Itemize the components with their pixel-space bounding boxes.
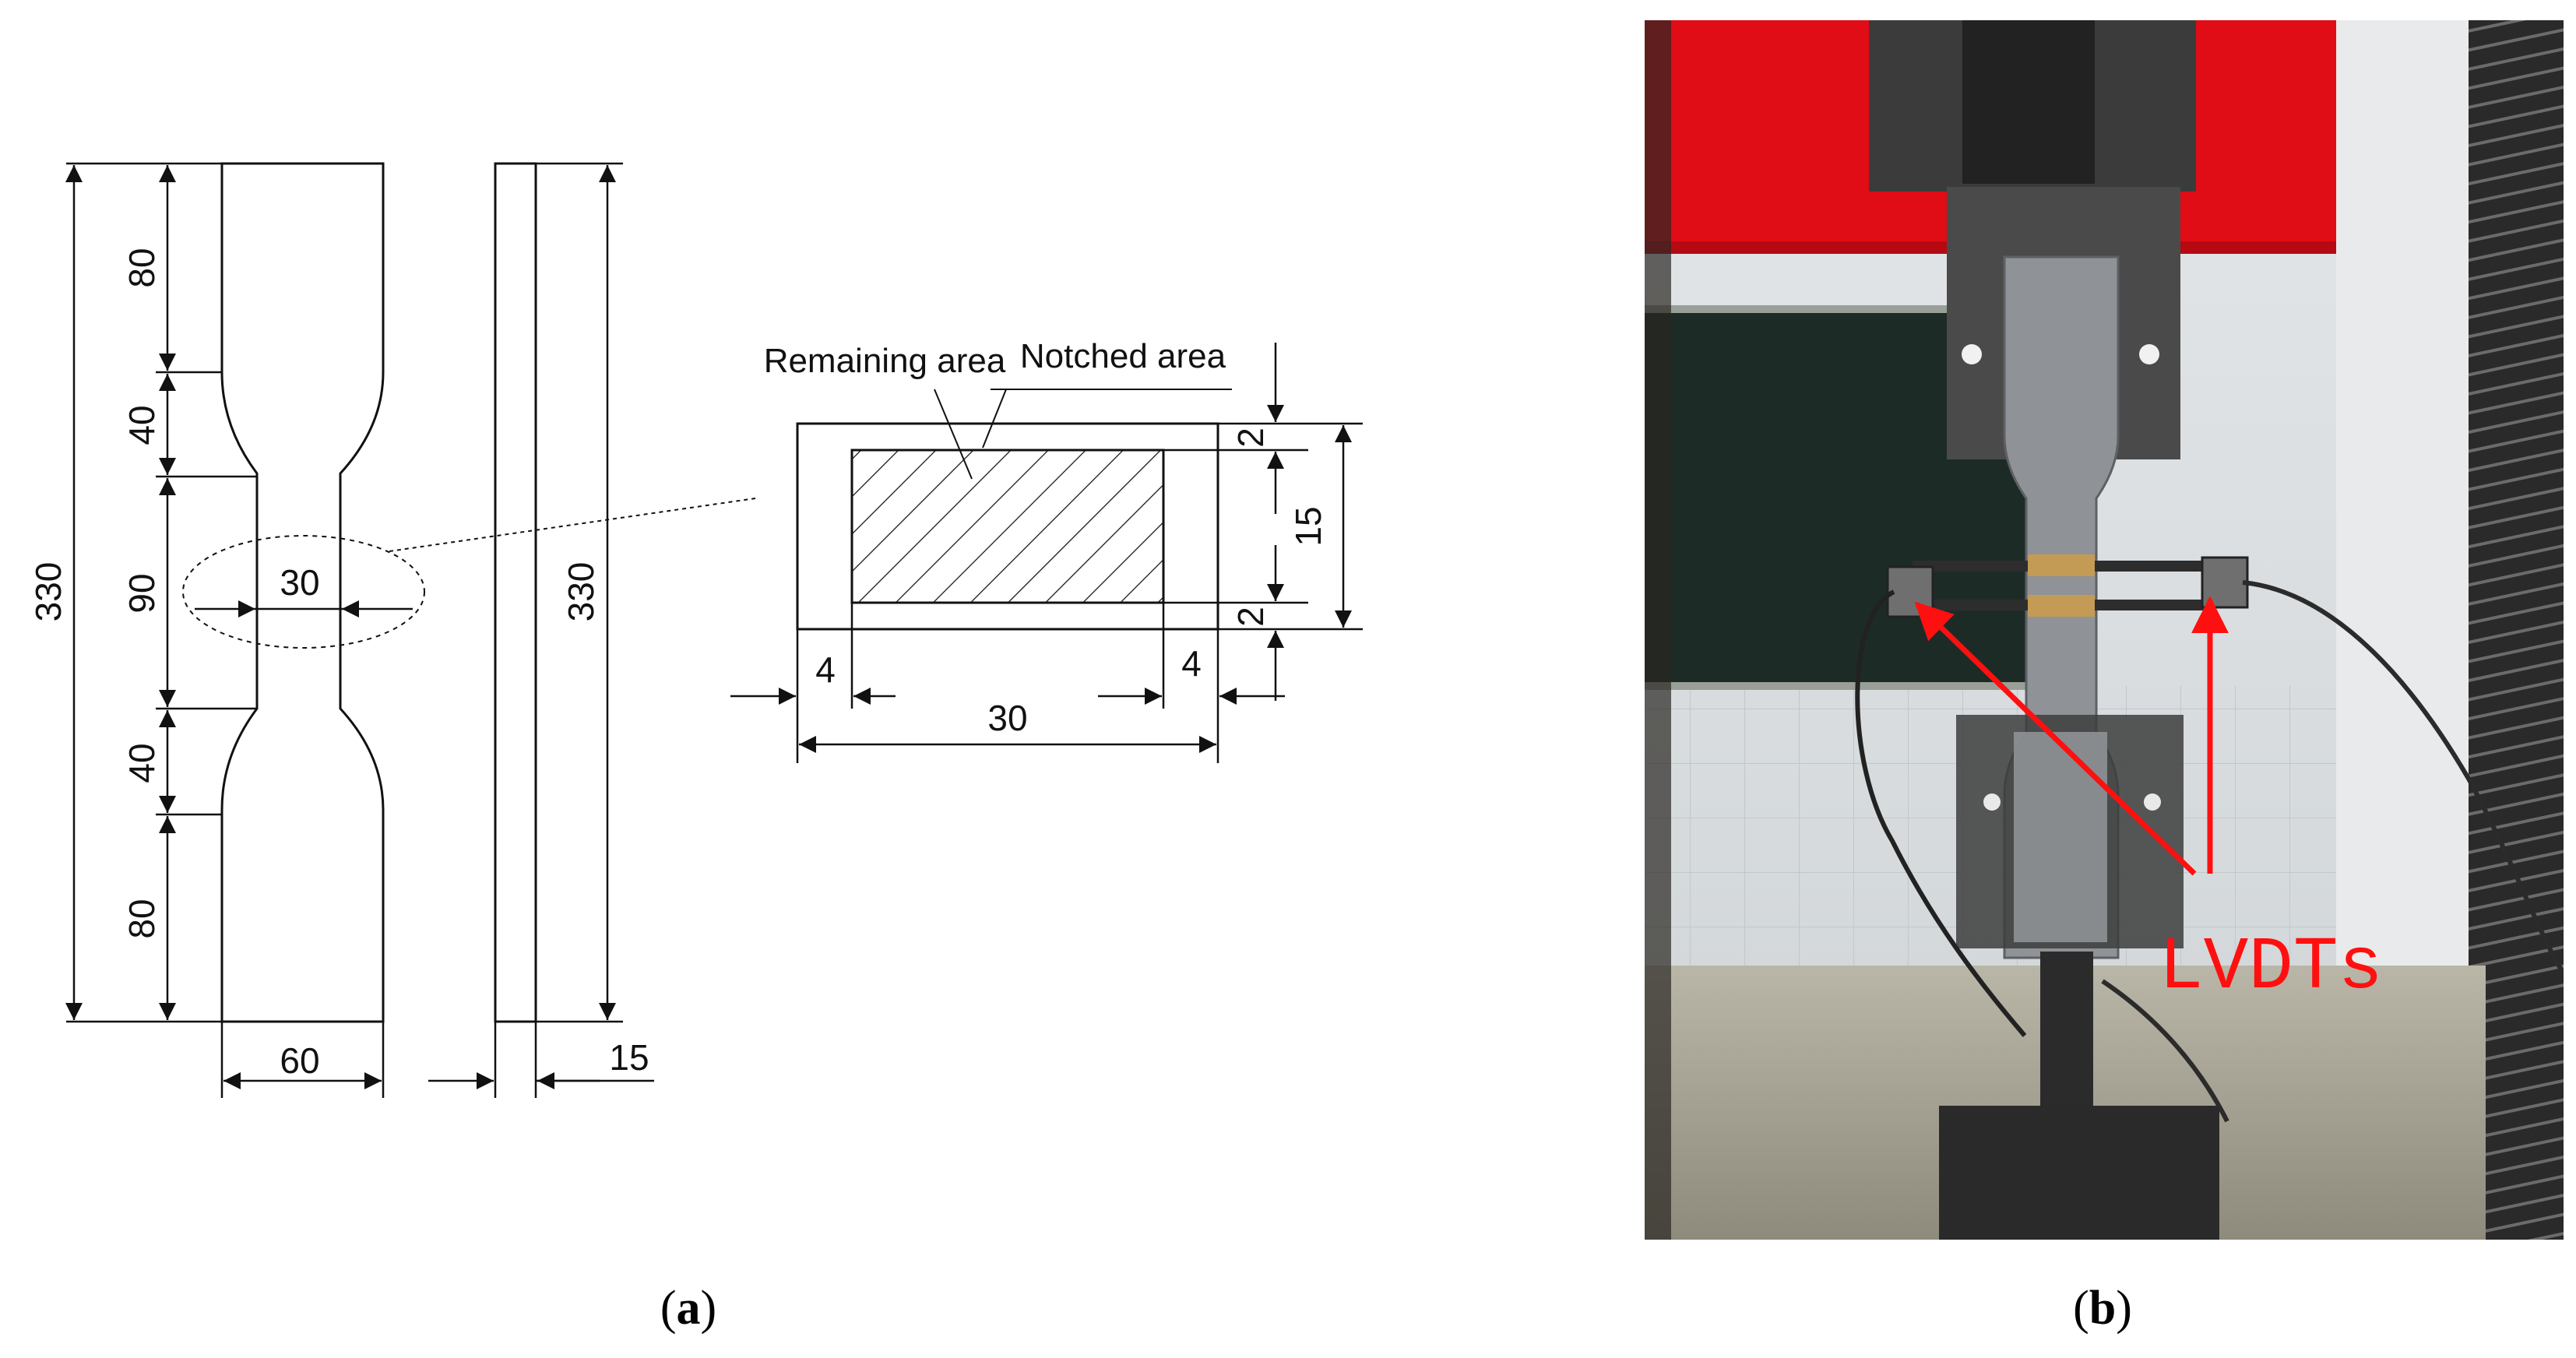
lvdt-arrow-left — [1914, 601, 2197, 876]
segment-label-4: 40 — [121, 743, 162, 783]
lvdt-cable-right-2 — [2101, 979, 2229, 1123]
section-vertical-dims — [1163, 343, 1363, 701]
right-margin-label: 4 — [1181, 643, 1202, 684]
drawing-panel — [65, 162, 1363, 1098]
segment-label-3: 90 — [121, 573, 162, 613]
upper-grip-bolt-left — [1962, 344, 1982, 364]
bottom-margin-label: 2 — [1230, 607, 1271, 627]
side-length-label: 330 — [561, 562, 601, 622]
machine-base — [1939, 1106, 2219, 1240]
upper-crosshead-detail — [1962, 20, 2095, 184]
lvdt-clamp-upper-collar — [2028, 554, 2095, 576]
total-length-label: 330 — [28, 562, 69, 622]
blackboard-frame — [1645, 305, 2050, 313]
section-height-label: 15 — [1288, 506, 1328, 546]
section-leader-line — [389, 498, 756, 552]
lower-grip-bolt-right — [2144, 793, 2161, 811]
panel-label-a: (a) — [660, 1282, 716, 1335]
section-width-label: 30 — [987, 698, 1027, 738]
segment-label-1: 80 — [121, 248, 162, 287]
left-shadow — [1645, 20, 1671, 1240]
remaining-area-label: Remaining area — [764, 342, 1006, 380]
specimen-side-outline — [494, 162, 537, 1023]
lvdts-annotation: LVDTs — [2159, 925, 2383, 1010]
lvdt-cable-left — [1855, 589, 2027, 1037]
top-margin-label: 2 — [1230, 427, 1271, 448]
specimen-front-outline — [220, 162, 385, 1023]
side-length-dim — [536, 162, 623, 1023]
segment-tick-lines — [66, 162, 257, 1023]
notched-hatched-area — [850, 449, 1165, 604]
lvdt-clamp-lower-collar — [2028, 595, 2095, 617]
neck-callout-ellipse — [182, 535, 425, 649]
grip-width-dim — [220, 1022, 385, 1098]
thickness-label: 15 — [609, 1037, 649, 1078]
remaining-label-pointer — [934, 389, 973, 480]
blackboard-frame-bottom — [1645, 682, 2050, 690]
notched-label-pointer — [982, 389, 1007, 449]
notched-area-label: Notched area — [1020, 337, 1226, 375]
lvdt-sensor-right — [2201, 556, 2249, 609]
thickness-dim — [428, 1022, 654, 1098]
lower-rod — [2040, 952, 2093, 1131]
segment-label-2: 40 — [121, 405, 162, 445]
segment-label-5: 80 — [121, 899, 162, 938]
lvdt-cable-right — [2242, 580, 2564, 975]
upper-grip-bolt-right — [2139, 344, 2159, 364]
neck-width-label: 30 — [280, 562, 319, 603]
grip-width-label: 60 — [280, 1040, 319, 1081]
lower-grip-bolt-left — [1983, 793, 2001, 811]
section-horizontal-dims — [730, 603, 1285, 763]
photo-panel: LVDTs — [1645, 20, 2564, 1240]
section-outline — [796, 422, 1219, 631]
lower-grip-specimen-overlay — [2014, 732, 2107, 942]
left-margin-label: 4 — [815, 649, 836, 690]
panel-label-b: (b) — [2073, 1282, 2132, 1335]
drawing-texts: 330 80 40 90 40 80 30 60 330 15 Remainin… — [28, 248, 1328, 1081]
